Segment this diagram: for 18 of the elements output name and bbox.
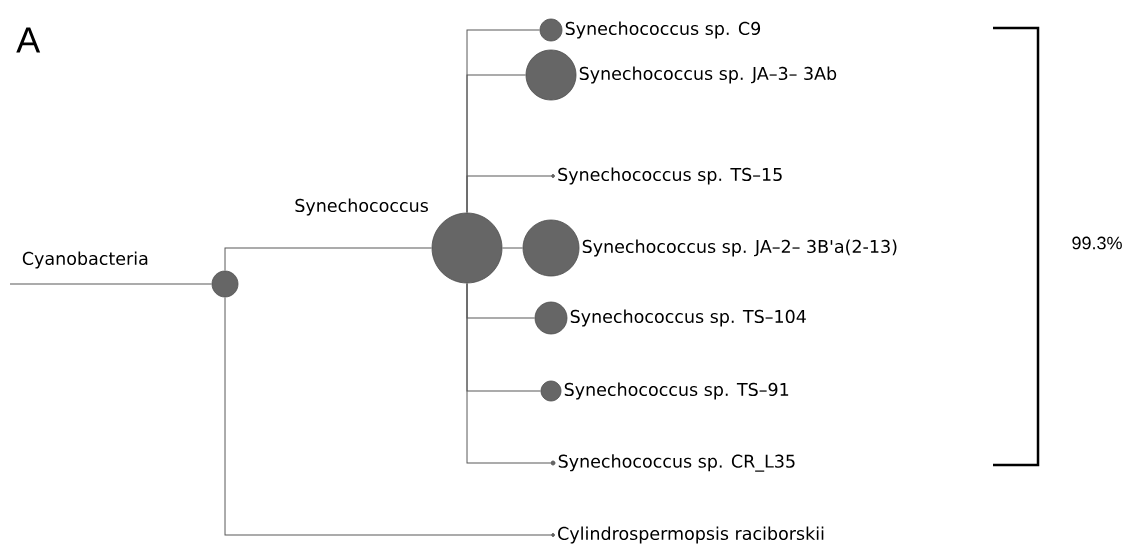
- branch-line: [466, 282, 552, 464]
- clade-label: Synechococcus: [295, 198, 428, 216]
- identity-label: 99.3%: [1072, 236, 1122, 250]
- clade-label: Cyanobacteria: [22, 251, 148, 269]
- branch-line: [501, 247, 524, 249]
- panel-letter: A: [16, 27, 41, 53]
- taxon-label: Synechococcus sp. CR_L35: [558, 454, 795, 472]
- branch-line: [9, 283, 213, 285]
- taxon-label: Synechococcus sp. TS–104: [570, 309, 806, 327]
- branch-line: [466, 175, 552, 214]
- taxon-label: Cylindrospermopsis raciborskii: [558, 526, 824, 544]
- branch-line: [224, 247, 433, 272]
- taxon-label: Synechococcus sp. TS–91: [564, 382, 789, 400]
- branch-line: [224, 296, 552, 536]
- taxon-label: Synechococcus sp. JA–3– 3Ab: [579, 66, 837, 84]
- taxon-label: Synechococcus sp. TS–15: [558, 167, 782, 185]
- taxon-label: Synechococcus sp. C9: [565, 21, 761, 39]
- taxon-label: Synechococcus sp. JA–2– 3B'a(2-13): [582, 239, 897, 257]
